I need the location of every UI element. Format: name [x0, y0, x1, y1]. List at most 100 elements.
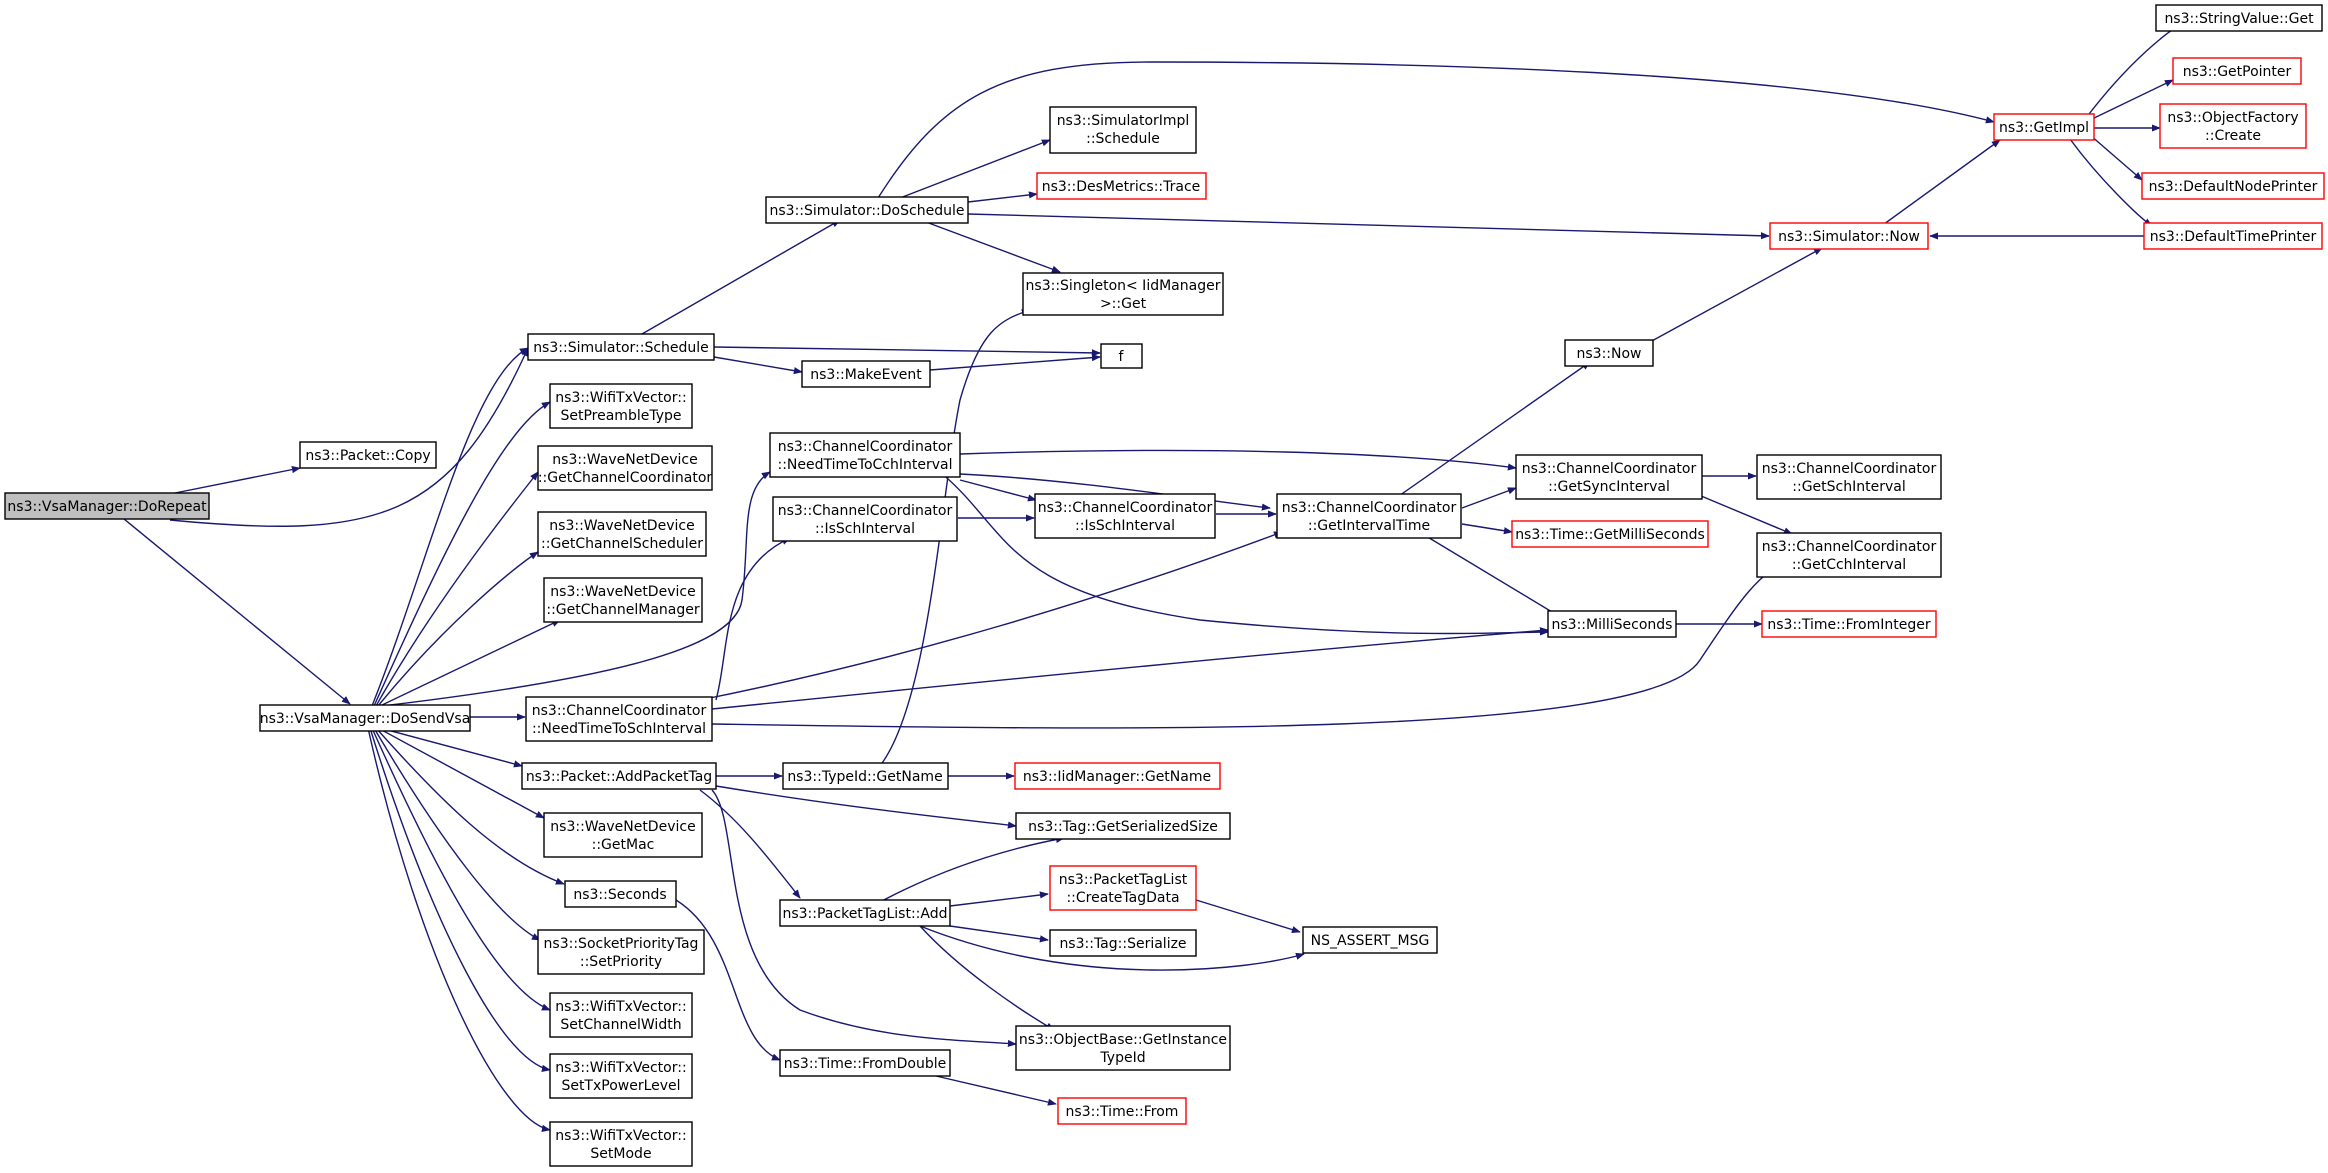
node-createtag[interactable]: ns3::PacketTagList ::CreateTagData	[1049, 865, 1197, 911]
edge-dosendvsa-addtag	[379, 727, 523, 768]
edge-fromdouble-timefrom	[935, 1075, 1057, 1106]
node-tagser[interactable]: ns3::Tag::Serialize	[1049, 929, 1197, 957]
node-objfactory[interactable]: ns3::ObjectFactory ::Create	[2159, 103, 2307, 149]
node-sockprio[interactable]: ns3::SocketPriorityTag ::SetPriority	[537, 929, 705, 975]
node-dosched[interactable]: ns3::Simulator::DoSchedule	[765, 196, 969, 224]
edge-needsch-isschl	[715, 537, 791, 701]
node-stringvalue[interactable]: ns3::StringValue::Get	[2155, 4, 2323, 32]
node-tagsize-label: ns3::Tag::GetSerializedSize	[1028, 819, 1218, 835]
node-singleton-label-2: >::Get	[1100, 296, 1147, 312]
edge-dosendvsa-getchsched	[377, 551, 539, 707]
node-getsch-label-1: ns3::ChannelCoordinator	[1762, 461, 1937, 477]
node-deftimeprinter[interactable]: ns3::DefaultTimePrinter	[2143, 222, 2323, 250]
node-needcch-label-2: ::NeedTimeToCchInterval	[778, 457, 953, 473]
node-getchcoord-label-2: ::GetChannelCoordinator	[538, 470, 713, 486]
node-createtag-label-2: ::CreateTagData	[1066, 890, 1179, 906]
node-pktaglistadd[interactable]: ns3::PacketTagList::Add	[779, 899, 951, 927]
node-simnow[interactable]: ns3::Simulator::Now	[1769, 222, 1929, 250]
edge-dosched-getimpl	[877, 61, 1995, 199]
node-getmilli[interactable]: ns3::Time::GetMilliSeconds	[1511, 520, 1709, 548]
node-getimpl[interactable]: ns3::GetImpl	[1993, 113, 2095, 141]
edge-pktaglistadd-createtag	[949, 891, 1049, 907]
edge-dorepeat-schedule	[169, 347, 529, 527]
edge-dosched-singleton	[925, 221, 1061, 273]
edge-schedule-makeevent	[713, 356, 803, 375]
node-isschm[interactable]: ns3::ChannelCoordinator ::IsSchInterval	[1034, 493, 1216, 539]
node-simimpl[interactable]: ns3::SimulatorImpl ::Schedule	[1049, 106, 1197, 154]
node-dorepeat[interactable]: ns3::VsaManager::DoRepeat	[4, 492, 210, 520]
node-copy[interactable]: ns3::Packet::Copy	[299, 441, 437, 469]
edge-createtag-assert	[1195, 899, 1301, 934]
node-desmetrics[interactable]: ns3::DesMetrics::Trace	[1036, 172, 1207, 200]
node-assert-label: NS_ASSERT_MSG	[1311, 933, 1430, 949]
node-defnodeprinter-label: ns3::DefaultNodePrinter	[2149, 179, 2318, 195]
node-iidname-label: ns3::IidManager::GetName	[1023, 769, 1211, 785]
node-singleton[interactable]: ns3::Singleton< IidManager >::Get	[1022, 272, 1224, 316]
node-objfactory-label-2: ::Create	[2205, 128, 2261, 144]
node-schedule[interactable]: ns3::Simulator::Schedule	[527, 333, 715, 361]
node-getsch[interactable]: ns3::ChannelCoordinator ::GetSchInterval	[1756, 454, 1942, 500]
node-timefrom[interactable]: ns3::Time::From	[1057, 1097, 1187, 1125]
node-getsch-label-2: ::GetSchInterval	[1792, 479, 1905, 495]
node-f[interactable]: f	[1100, 343, 1143, 369]
node-getchmgr-label-2: ::GetChannelManager	[546, 602, 699, 618]
node-needsch[interactable]: ns3::ChannelCoordinator ::NeedTimeToSchI…	[525, 696, 713, 742]
node-isschl[interactable]: ns3::ChannelCoordinator ::IsSchInterval	[772, 496, 958, 542]
edge-dosched-simimpl	[899, 139, 1051, 199]
node-isschm-label-2: ::IsSchInterval	[1075, 518, 1175, 534]
node-getpointer[interactable]: ns3::GetPointer	[2172, 57, 2302, 85]
node-getsync[interactable]: ns3::ChannelCoordinator ::GetSyncInterva…	[1515, 454, 1703, 500]
edge-pktaglistadd-assert	[919, 925, 1305, 971]
node-objbase[interactable]: ns3::ObjectBase::GetInstance TypeId	[1015, 1025, 1231, 1071]
node-needsch-label-2: ::NeedTimeToSchInterval	[532, 721, 706, 737]
node-seconds[interactable]: ns3::Seconds	[564, 880, 677, 908]
node-preamble[interactable]: ns3::WifiTxVector:: SetPreambleType	[549, 383, 693, 429]
node-fromint[interactable]: ns3::Time::FromInteger	[1761, 610, 1937, 638]
node-needcch[interactable]: ns3::ChannelCoordinator ::NeedTimeToCchI…	[769, 432, 961, 478]
node-getchcoord[interactable]: ns3::WaveNetDevice ::GetChannelCoordinat…	[537, 445, 713, 491]
node-getchmgr[interactable]: ns3::WaveNetDevice ::GetChannelManager	[543, 577, 703, 623]
edge-dosendvsa-schedule	[371, 347, 529, 707]
edge-getimpl-getpointer	[2089, 79, 2174, 121]
edge-schedule-dosched	[641, 219, 841, 335]
node-getmac[interactable]: ns3::WaveNetDevice ::GetMac	[543, 812, 703, 858]
node-chwidth[interactable]: ns3::WifiTxVector:: SetChannelWidth	[549, 992, 693, 1038]
node-getchsched[interactable]: ns3::WaveNetDevice ::GetChannelScheduler	[537, 511, 707, 557]
edge-dorepeat-dosendvsa	[123, 518, 351, 705]
node-getcch[interactable]: ns3::ChannelCoordinator ::GetCchInterval	[1756, 532, 1942, 578]
node-isschl-label-2: ::IsSchInterval	[815, 521, 915, 537]
node-defnodeprinter[interactable]: ns3::DefaultNodePrinter	[2141, 172, 2325, 200]
node-setmode-label-2: SetMode	[590, 1146, 651, 1162]
node-dosendvsa[interactable]: ns3::VsaManager::DoSendVsa	[259, 704, 471, 732]
node-getmac-label-2: ::GetMac	[592, 837, 655, 853]
node-seconds-label: ns3::Seconds	[573, 887, 666, 903]
node-objfactory-label-1: ns3::ObjectFactory	[2167, 110, 2298, 126]
node-simimpl-label-1: ns3::SimulatorImpl	[1057, 113, 1190, 129]
node-makeevent[interactable]: ns3::MakeEvent	[801, 360, 931, 388]
node-txpower[interactable]: ns3::WifiTxVector:: SetTxPowerLevel	[549, 1053, 693, 1099]
edge-getinterval-getmilli	[1461, 523, 1513, 535]
node-txpower-label-2: SetTxPowerLevel	[561, 1078, 680, 1094]
edge-now-simnow	[1649, 247, 1823, 343]
node-fromdouble-label: ns3::Time::FromDouble	[784, 1056, 947, 1072]
edge-addtag-pktaglistadd	[699, 789, 801, 899]
edge-getinterval-milli	[1415, 529, 1563, 619]
node-fromdouble[interactable]: ns3::Time::FromDouble	[779, 1049, 951, 1077]
node-iidname[interactable]: ns3::IidManager::GetName	[1014, 762, 1221, 790]
node-now[interactable]: ns3::Now	[1564, 339, 1654, 367]
edge-dorepeat-copy	[169, 466, 301, 495]
node-addtag-label: ns3::Packet::AddPacketTag	[526, 769, 712, 785]
node-typeidname[interactable]: ns3::TypeId::GetName	[782, 762, 949, 790]
node-simnow-label: ns3::Simulator::Now	[1778, 229, 1920, 245]
node-addtag[interactable]: ns3::Packet::AddPacketTag	[521, 762, 717, 790]
node-assert[interactable]: NS_ASSERT_MSG	[1302, 926, 1438, 954]
edge-dosendvsa-setmode	[367, 727, 551, 1132]
edge-dosendvsa-txpower	[369, 727, 551, 1072]
node-setmode[interactable]: ns3::WifiTxVector:: SetMode	[549, 1121, 693, 1167]
node-milli[interactable]: ns3::MilliSeconds	[1547, 610, 1677, 638]
node-tagser-label: ns3::Tag::Serialize	[1059, 936, 1186, 952]
node-getinterval[interactable]: ns3::ChannelCoordinator ::GetIntervalTim…	[1276, 493, 1462, 539]
node-simimpl-label-2: ::Schedule	[1086, 131, 1160, 147]
node-copy-label: ns3::Packet::Copy	[305, 448, 430, 464]
node-tagsize[interactable]: ns3::Tag::GetSerializedSize	[1015, 812, 1231, 840]
